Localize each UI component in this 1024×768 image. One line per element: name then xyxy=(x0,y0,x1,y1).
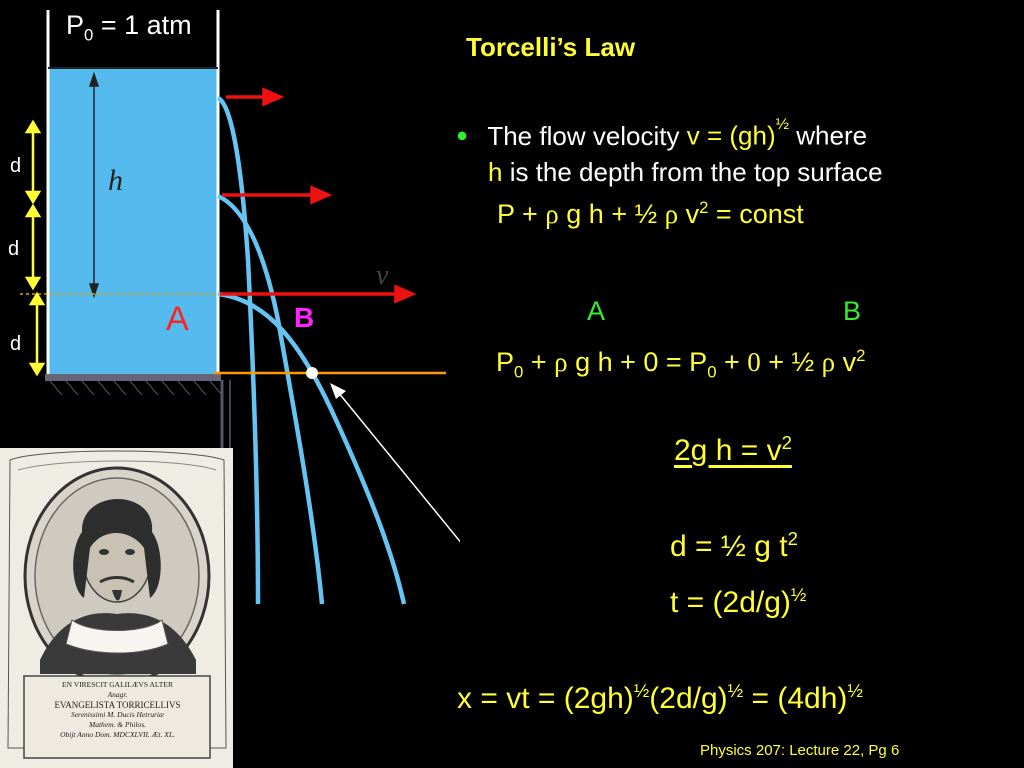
eq-exp: 2 xyxy=(856,346,866,365)
jet-middle xyxy=(216,193,325,605)
eq-part: t = (2d/g) xyxy=(670,586,791,619)
bullet-dot: ● xyxy=(456,124,469,147)
bernoulli-ab-equation: P0 + ρ g h + 0 = P0 + 0 + ½ ρ v2 xyxy=(496,346,865,382)
rho-symbol: ρ xyxy=(664,199,679,229)
eq-part: + ½ xyxy=(760,347,822,377)
eq-exp: ½ xyxy=(847,680,863,701)
x-equation: x = vt = (2gh)½(2d/g)½ = (4dh)½ xyxy=(457,680,863,716)
bullet-formula-exp: ½ xyxy=(775,115,790,133)
eq-part: g h + 0 = P xyxy=(567,347,708,377)
eq-exp: 2 xyxy=(781,432,792,453)
torricelli-diagram: h d d d v xyxy=(8,10,460,605)
slide-title: Torcelli’s Law xyxy=(466,32,636,62)
inscription-line-6: Obijt Anno Dom. MDCXLVII. Æt. XL. xyxy=(60,730,175,739)
d-label-1: d xyxy=(10,155,21,177)
velocity-arrows xyxy=(220,87,417,304)
eq-exp: ½ xyxy=(633,680,650,701)
bernoulli-equation: P + ρ g h + ½ ρ v2 = const xyxy=(497,198,804,230)
inscription-line-1: EN VIRESCIT GALILÆVS ALTER xyxy=(62,680,173,689)
h-dimension-arrow xyxy=(88,71,100,299)
result-equation: 2g h = v2 xyxy=(674,432,792,468)
eq-exp: ½ xyxy=(790,584,807,605)
slide-footer: Physics 207: Lecture 22, Pg 6 xyxy=(700,742,900,759)
tank-background xyxy=(48,68,218,374)
eq-exp: 2 xyxy=(699,198,709,217)
bullet-line-1: ● The flow velocity v = (gh)½ where xyxy=(456,112,883,154)
bullet-h: h xyxy=(488,156,503,187)
landing-point xyxy=(306,367,318,379)
zero-symbol: 0 xyxy=(747,347,761,377)
pointer-arrowhead xyxy=(330,383,346,399)
eq-part: d = ½ g t xyxy=(670,530,788,563)
eq-part: (2d/g) xyxy=(649,682,728,715)
p0-sub: 0 xyxy=(84,25,94,45)
pointer-line xyxy=(337,391,460,543)
eq-part: x = vt = (2gh) xyxy=(457,682,634,715)
d-label-2: d xyxy=(8,238,19,260)
inscription-line-2: Anagr. xyxy=(107,690,128,699)
d-equation: d = ½ g t2 xyxy=(670,528,798,564)
jet-bottom xyxy=(217,291,407,605)
rho-symbol: ρ xyxy=(545,199,559,229)
bullet-text-c: is the depth from the top surface xyxy=(502,156,883,187)
inscription-line-4: Serenissimi M. Ducis Hetruriæ xyxy=(70,710,165,719)
eq-part: g h + ½ xyxy=(558,199,665,229)
point-a-label: A xyxy=(166,300,189,338)
rho-symbol: ρ xyxy=(821,347,836,377)
eq-exp: ½ xyxy=(727,680,744,701)
eq-part: = const xyxy=(708,199,804,229)
d-brackets xyxy=(24,119,46,377)
h-label: h xyxy=(108,164,123,197)
inscription-line-3: EVANGELISTA TORRICELLIVS xyxy=(54,700,181,710)
equation-label-b: B xyxy=(843,296,862,326)
t-equation: t = (2d/g)½ xyxy=(670,584,806,620)
jet-top xyxy=(216,95,261,605)
eq-part: P + xyxy=(497,199,546,229)
p0-p: P xyxy=(66,10,85,40)
portrait-inscription: EN VIRESCIT GALILÆVS ALTER Anagr. EVANGE… xyxy=(30,680,205,740)
eq-part: v xyxy=(678,199,700,229)
inscription-line-5: Mathem. & Philos. xyxy=(88,720,147,729)
eq-part: v xyxy=(835,347,857,377)
eq-sub: 0 xyxy=(707,362,717,382)
tank-base xyxy=(45,374,221,381)
bullet-text-b: where xyxy=(789,120,868,151)
bullet-text-a: The flow velocity xyxy=(487,120,687,151)
bullet-formula: v = (gh) xyxy=(686,120,776,151)
eq-part: = (4dh) xyxy=(743,682,848,715)
eq-exp: 2 xyxy=(787,528,798,549)
ground-hatching xyxy=(49,380,223,396)
eq-part: + xyxy=(716,347,748,377)
eq-part: 2g h = v xyxy=(674,434,782,467)
eq-sub: 0 xyxy=(514,362,524,382)
bullet-item: ● The flow velocity v = (gh)½ where h is… xyxy=(456,112,883,190)
bullet-line-2: h is the depth from the top surface xyxy=(488,154,883,190)
rho-symbol: ρ xyxy=(554,347,568,377)
equation-label-a: A xyxy=(587,296,606,326)
v-label: v xyxy=(376,260,389,291)
p0-rest: = 1 atm xyxy=(93,10,192,40)
portrait-engraving xyxy=(0,448,233,768)
eq-part: P xyxy=(496,347,515,377)
eq-part: + xyxy=(523,347,555,377)
water-jets xyxy=(216,95,407,605)
point-b-label: B xyxy=(294,302,315,333)
p0-atm-label: P0 = 1 atm xyxy=(66,10,192,45)
d-label-3: d xyxy=(10,333,21,355)
torricelli-portrait: EN VIRESCIT GALILÆVS ALTER Anagr. EVANGE… xyxy=(0,448,233,768)
